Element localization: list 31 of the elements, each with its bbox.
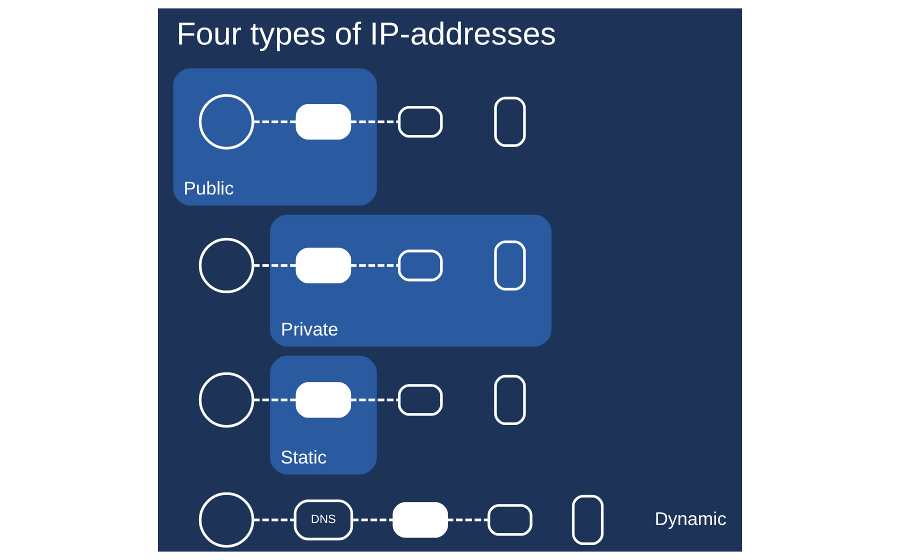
node-globe: [198, 492, 254, 548]
cluster: Public: [173, 68, 377, 206]
cluster: Static: [270, 356, 377, 474]
connector: [253, 264, 297, 267]
node-router: [296, 248, 352, 284]
node-globe: [198, 238, 254, 294]
node-globe: [198, 94, 254, 150]
node-box: DNS: [294, 500, 354, 540]
connector: [253, 120, 297, 124]
label: Dynamic: [654, 508, 726, 529]
node-phone: [494, 240, 526, 291]
node-phone: [572, 494, 604, 545]
node-phone: [494, 374, 526, 426]
connector: [350, 398, 399, 402]
connector: [253, 518, 295, 522]
diagram-title: Four types of IP-addresses: [176, 15, 556, 52]
cluster: Private: [270, 214, 552, 347]
node-router: [296, 382, 352, 418]
node-router: [296, 104, 352, 140]
node-laptop: [398, 384, 443, 416]
node-phone: [494, 96, 526, 147]
node-globe: [198, 372, 254, 428]
connector: [350, 264, 399, 267]
connector: [446, 518, 489, 522]
node-laptop: [398, 106, 443, 138]
node-router: [392, 502, 448, 538]
connector: [253, 398, 297, 402]
connector: [350, 120, 399, 124]
node-laptop: [398, 250, 443, 282]
node-laptop: [488, 504, 532, 536]
connector: [352, 518, 394, 522]
